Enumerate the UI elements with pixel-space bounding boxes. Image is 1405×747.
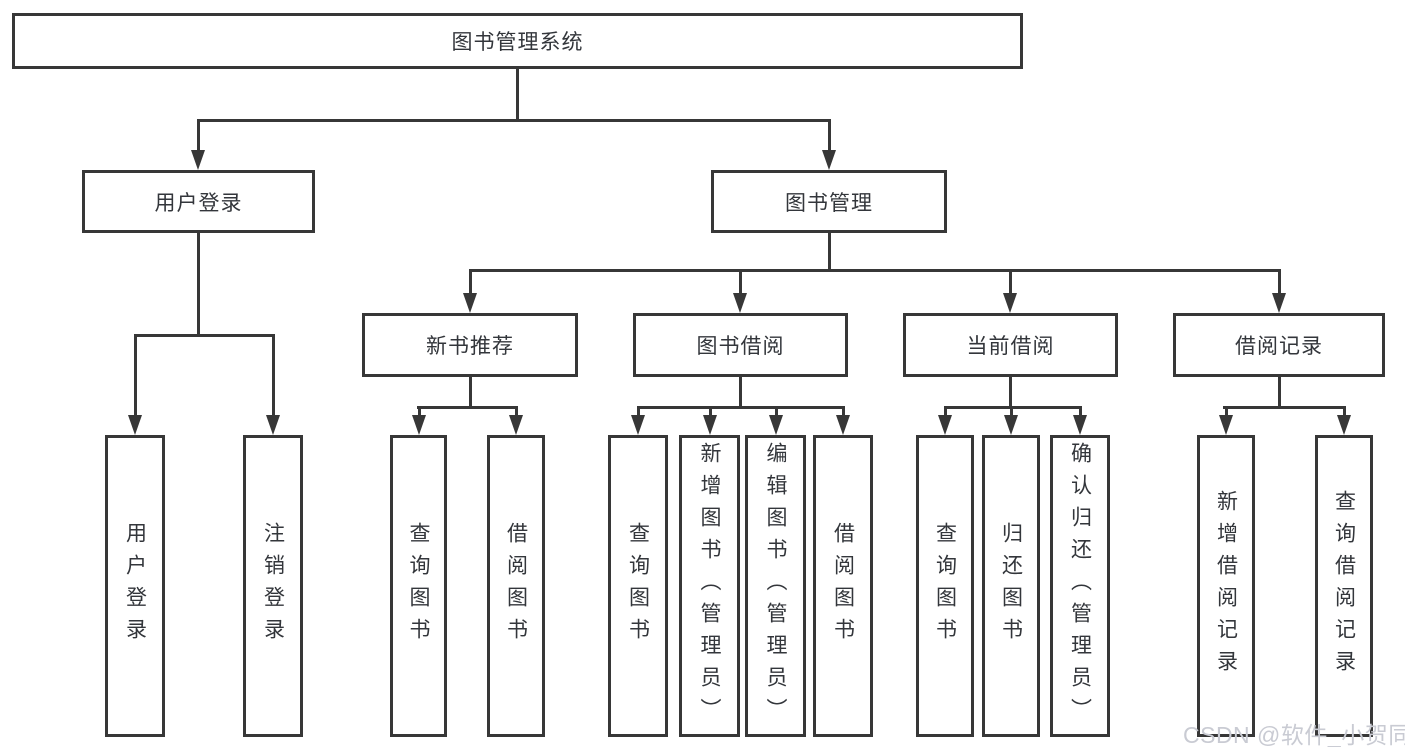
connector-arrow-to-borrowing-records [1272,269,1286,313]
node-cb-confirm-return-admin: 确认归还（管理员） [1050,435,1110,737]
connector-line-book-mgmt-stub [828,231,831,272]
node-borrowing-records: 借阅记录 [1173,313,1385,377]
connector-arrow-to-br-add-record [1219,406,1233,435]
connector-arrow-to-cb-confirm-return [1073,406,1087,435]
connector-arrow-to-rec-query-books [412,406,426,435]
connector-arrow-to-user-login [191,119,205,170]
connector-arrow-to-br-query-record [1337,406,1351,435]
node-rec-borrow-books: 借阅图书 [487,435,545,737]
node-book-borrowing: 图书借阅 [633,313,848,377]
node-current-borrowing: 当前借阅 [903,313,1118,377]
node-rec-query-books: 查询图书 [390,435,447,737]
connector-line-book-mgmt-branch [469,269,1280,272]
connector-arrow-to-cb-return-books [1004,406,1018,435]
connector-arrow-to-bb-add-books [703,406,717,435]
node-new-book-recommendation: 新书推荐 [362,313,578,377]
connector-line-user-login-stub [197,230,200,337]
node-bb-add-books-admin: 新增图书（管理员） [679,435,740,737]
csdn-watermark: CSDN @软件_小贺同学 [1183,722,1405,747]
connector-arrow-to-bb-query-books [631,406,645,435]
connector-arrow-to-bb-borrow-books [836,406,850,435]
connector-line-br-stub [1278,375,1281,409]
connector-line-cb-stub [1009,375,1012,409]
connector-arrow-to-new-book-recommendation [463,269,477,313]
node-bb-edit-books-admin: 编辑图书（管理员） [745,435,806,737]
connector-line-bb-branch [637,406,845,409]
connector-arrow-to-book-management [822,119,836,170]
connector-arrow-to-bb-edit-books [769,406,783,435]
node-book-management: 图书管理 [711,170,947,233]
connector-arrow-to-leaf-user-login [128,334,142,435]
connector-line-rec-branch [417,406,518,409]
connector-line-cb-branch [944,406,1082,409]
node-br-add-record: 新增借阅记录 [1197,435,1255,737]
node-bb-query-books: 查询图书 [608,435,668,737]
connector-line-user-login-branch [134,334,275,337]
node-bb-borrow-books: 借阅图书 [813,435,873,737]
connector-line-root-stub [516,69,519,121]
connector-arrow-to-current-borrowing [1003,269,1017,313]
node-library-management-system: 图书管理系统 [12,13,1023,69]
node-cb-return-books: 归还图书 [982,435,1040,737]
connector-arrow-to-book-borrowing [733,269,747,313]
node-br-query-record: 查询借阅记录 [1315,435,1373,737]
connector-line-br-branch [1223,406,1346,409]
connector-arrow-to-leaf-logout [266,334,280,435]
connector-line-bb-stub [739,375,742,409]
node-user-login: 用户登录 [82,170,315,233]
connector-line-root-branch [197,119,831,122]
connector-line-rec-stub [469,375,472,409]
node-leaf-user-login: 用户登录 [105,435,165,737]
node-leaf-logout: 注销登录 [243,435,303,737]
connector-arrow-to-rec-borrow-books [509,406,523,435]
connector-arrow-to-cb-query-books [938,406,952,435]
node-cb-query-books: 查询图书 [916,435,974,737]
